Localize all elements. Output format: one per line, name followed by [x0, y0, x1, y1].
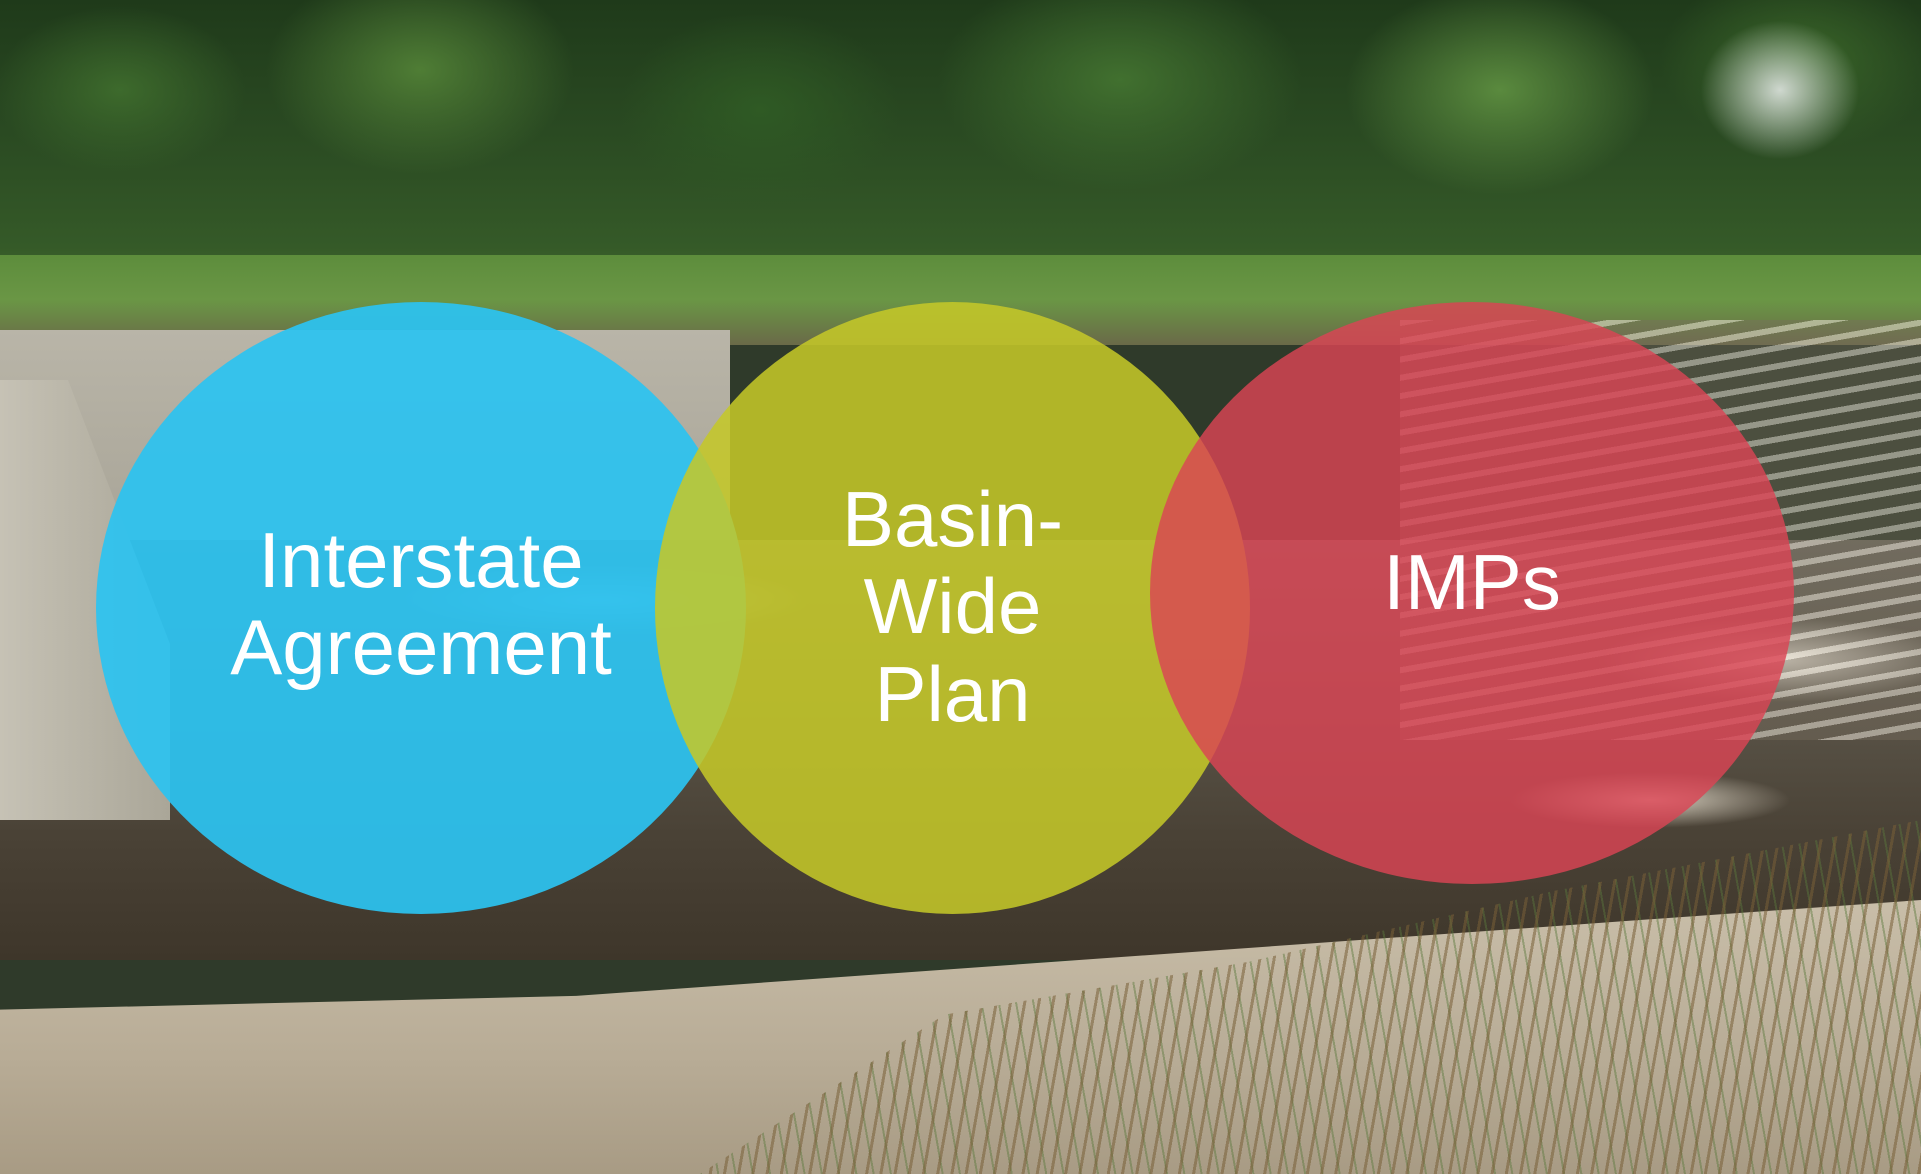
venn-circle-interstate-agreement: Interstate Agreement	[96, 302, 746, 914]
circle-label: IMPs	[1383, 538, 1561, 627]
circle-label-line: Plan	[874, 649, 1031, 738]
circle-label-line: Interstate	[258, 515, 584, 604]
sky-patch	[1700, 20, 1860, 160]
circle-label-line: Wide	[863, 562, 1042, 651]
circle-label-line: Basin-	[841, 474, 1064, 563]
circle-label: Interstate Agreement	[230, 515, 612, 692]
venn-circle-imps: IMPs	[1150, 302, 1794, 884]
circle-label-line: Agreement	[230, 603, 612, 691]
circle-label: Basin- Wide Plan	[841, 474, 1064, 738]
circle-label-line: IMPs	[1383, 538, 1561, 627]
